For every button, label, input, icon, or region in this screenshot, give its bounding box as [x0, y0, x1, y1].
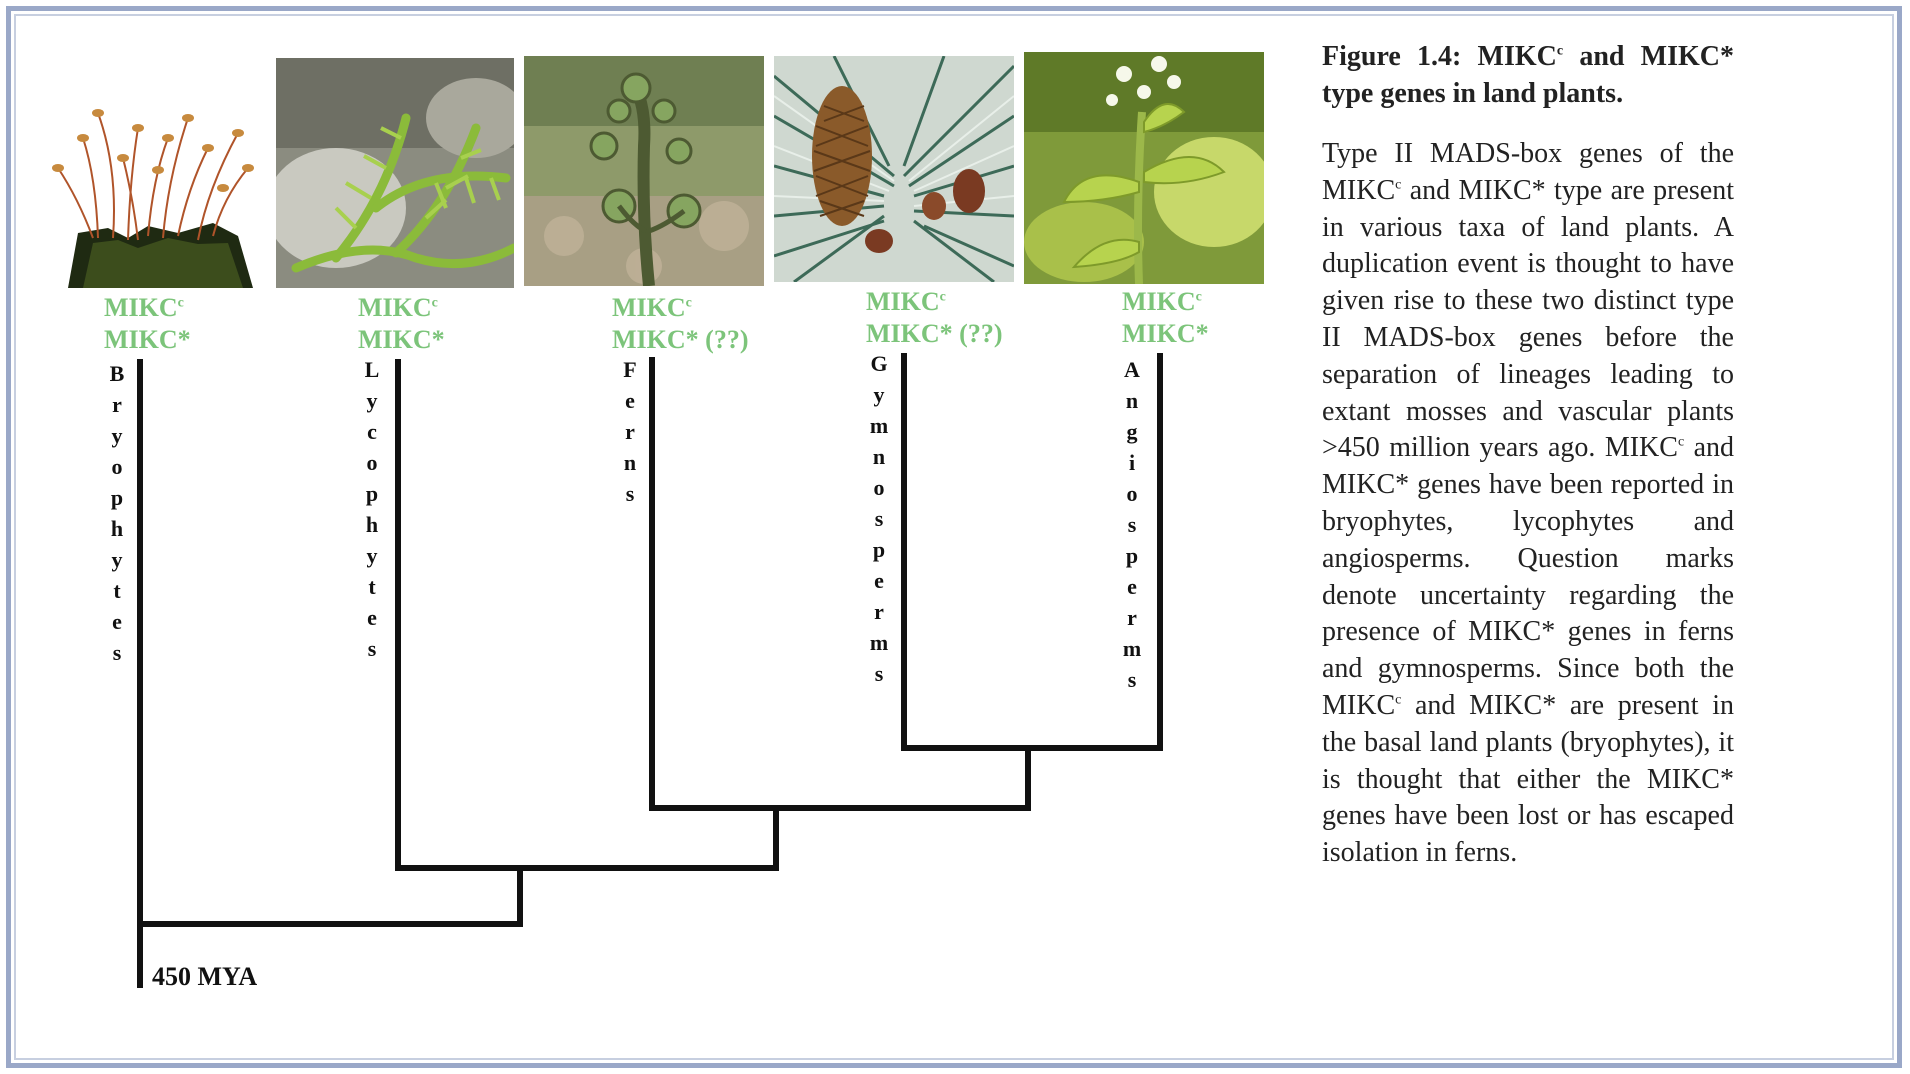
caption-title: Figure 1.4: MIKCc and MIKC* type genes i… [1322, 38, 1734, 112]
caption-body-part: and MIKC* type are present in various ta… [1322, 175, 1734, 464]
caption-body: Type II MADS-box genes of the MIKCc and … [1322, 136, 1734, 872]
root-age-label: 450 MYA [152, 962, 257, 992]
figure-caption: Figure 1.4: MIKCc and MIKC* type genes i… [1322, 38, 1734, 872]
caption-body-part: and MIKC* genes have been reported in br… [1322, 432, 1734, 721]
caption-title-part: Figure 1.4: MIKC [1322, 41, 1557, 72]
